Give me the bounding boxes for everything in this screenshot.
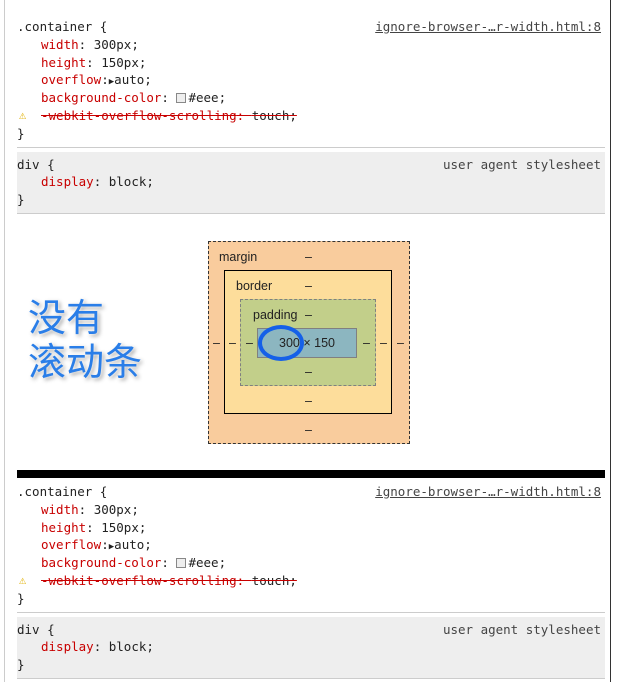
ua-close-brace: }: [17, 657, 25, 673]
warning-icon: ⚠: [19, 107, 27, 122]
prop-display: display: block;: [41, 639, 154, 655]
prop-overflow[interactable]: overflow:▶auto;: [41, 537, 152, 553]
styles-section-bottom: .container { ignore-browser-…r-width.htm…: [17, 479, 605, 679]
border-top-value[interactable]: –: [305, 279, 312, 293]
ua-rule: div { user agent stylesheet display: blo…: [17, 151, 605, 214]
separator-bar: [17, 470, 605, 478]
annotation-text: 没有滚动条: [28, 296, 143, 384]
margin-top-value[interactable]: –: [305, 250, 312, 264]
styles-section-top: .container { ignore-browser-…r-width.htm…: [17, 14, 605, 214]
highlight-circle-annotation: [258, 325, 304, 361]
ua-source: user agent stylesheet: [442, 621, 601, 637]
margin-left-value[interactable]: –: [213, 336, 220, 350]
prop-width[interactable]: width: 300px;: [41, 36, 139, 52]
margin-label: margin: [219, 250, 258, 264]
prop-webkit-overflow-scrolling[interactable]: ⚠-webkit-overflow-scrolling: touch;: [19, 572, 297, 588]
prop-height[interactable]: height: 150px;: [41, 519, 147, 535]
border-left-value[interactable]: –: [229, 336, 236, 350]
prop-background-color[interactable]: background-color: #eee;: [41, 555, 227, 571]
rule-source-link[interactable]: ignore-browser-…r-width.html:8: [375, 484, 601, 499]
prop-webkit-overflow-scrolling[interactable]: ⚠-webkit-overflow-scrolling: touch;: [19, 107, 297, 123]
rule-source-link[interactable]: ignore-browser-…r-width.html:8: [375, 19, 601, 34]
prop-display: display: block;: [41, 174, 154, 190]
padding-label: padding: [253, 308, 298, 322]
padding-left-value[interactable]: –: [246, 336, 253, 350]
rule-close-brace: }: [17, 125, 25, 141]
expand-triangle-icon[interactable]: ▶: [108, 542, 115, 553]
ua-selector: div {: [17, 621, 55, 637]
warning-icon: ⚠: [19, 572, 27, 587]
rule-selector[interactable]: .container {: [17, 19, 108, 34]
container-rule: .container { ignore-browser-…r-width.htm…: [17, 479, 605, 613]
border-right-value[interactable]: –: [380, 336, 387, 350]
styles-pane-frame: [4, 0, 611, 682]
rule-close-brace: }: [17, 590, 25, 606]
prop-width[interactable]: width: 300px;: [41, 501, 139, 517]
prop-background-color[interactable]: background-color: #eee;: [41, 90, 227, 106]
padding-bottom-value[interactable]: –: [305, 365, 312, 379]
rule-selector[interactable]: .container {: [17, 484, 108, 499]
margin-bottom-value[interactable]: –: [305, 423, 312, 437]
container-rule: .container { ignore-browser-…r-width.htm…: [17, 14, 605, 148]
border-bottom-value[interactable]: –: [305, 394, 312, 408]
color-swatch-icon[interactable]: [176, 93, 187, 104]
prop-height[interactable]: height: 150px;: [41, 54, 147, 70]
ua-rule: div { user agent stylesheet display: blo…: [17, 616, 605, 679]
ua-selector: div {: [17, 156, 55, 172]
ua-source: user agent stylesheet: [442, 156, 601, 172]
margin-right-value[interactable]: –: [397, 336, 404, 350]
padding-right-value[interactable]: –: [363, 336, 370, 350]
border-label: border: [236, 279, 273, 293]
ua-close-brace: }: [17, 192, 25, 208]
prop-overflow[interactable]: overflow:▶auto;: [41, 72, 152, 88]
expand-triangle-icon[interactable]: ▶: [108, 77, 115, 88]
color-swatch-icon[interactable]: [176, 558, 187, 569]
padding-top-value[interactable]: –: [305, 308, 312, 322]
